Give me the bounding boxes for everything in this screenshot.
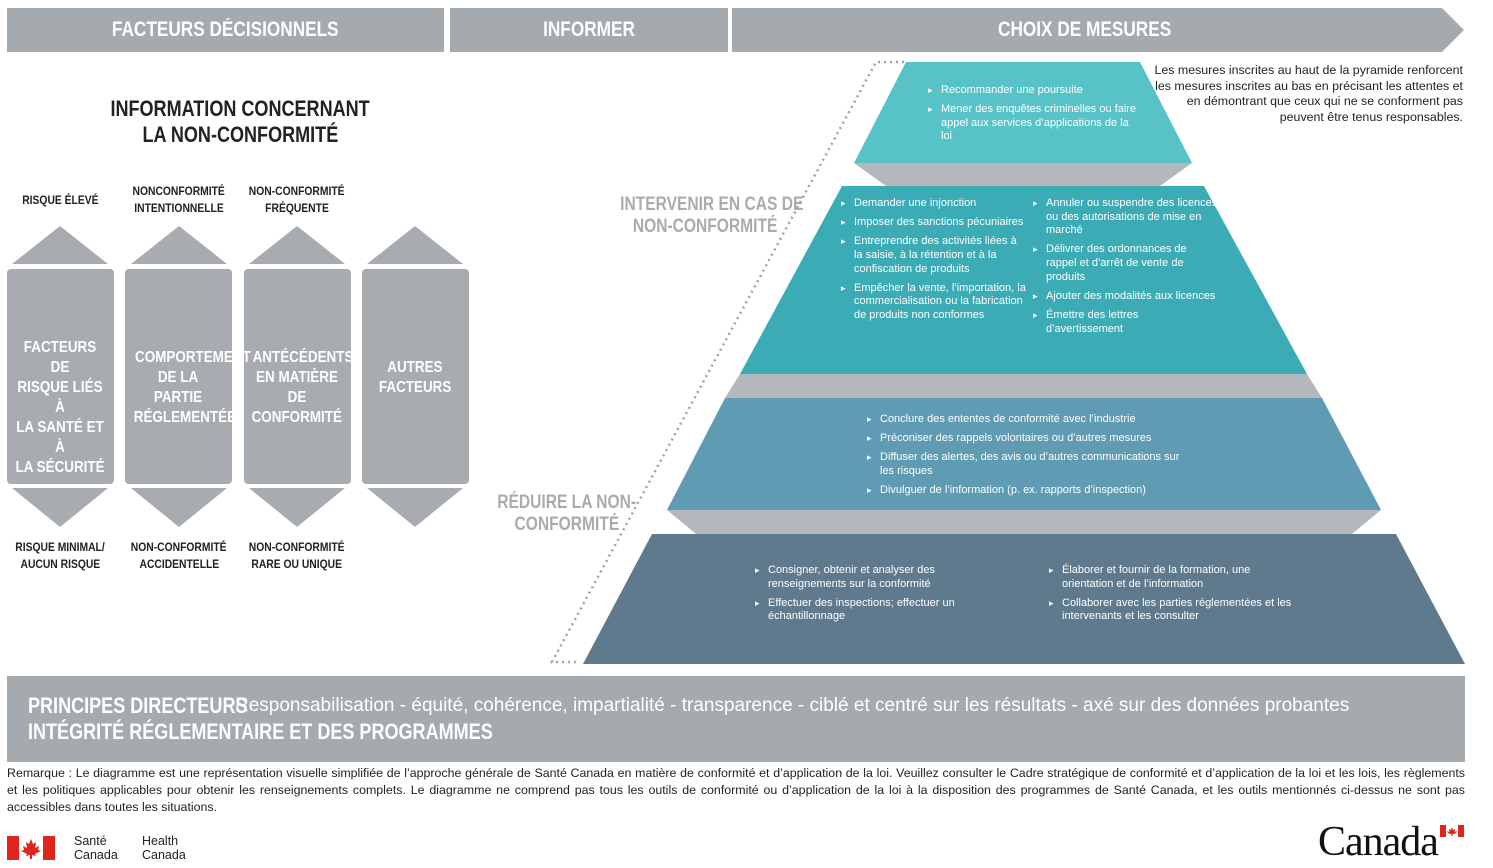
- label-intervene-line2: NON-CONFORMITÉ: [632, 216, 778, 237]
- tier-1-item: Mener des enquêtes criminelles ou faire …: [928, 103, 1138, 144]
- factor-arrow-3: [244, 226, 351, 527]
- factor-2-top-line1: NONCONFORMITÉ: [132, 184, 226, 198]
- factor-arrow-1: [7, 226, 114, 527]
- tier-2-item: Imposer des sanctions pécuniaires: [841, 216, 1026, 230]
- tier-2-item: Annuler ou suspendre des licences ou des…: [1033, 197, 1218, 238]
- principles-band: [7, 676, 1465, 762]
- header-inform-label: INFORMER: [543, 18, 635, 41]
- factor-3-body-line3: CONFORMITÉ: [251, 409, 343, 426]
- dotted-bracket: [549, 60, 904, 664]
- factor-3-bottom-label: NON-CONFORMITÉ RARE OU UNIQUE: [238, 539, 356, 573]
- factor-3-body-line1: ANTÉCÉDENTS: [252, 349, 354, 366]
- factor-2-body-line1: COMPORTEMENT: [135, 349, 251, 366]
- factor-2-top-line2: INTENTIONNELLE: [134, 201, 224, 215]
- tier-2-right-list: Annuler ou suspendre des licences ou des…: [1033, 197, 1218, 342]
- connector-2-3: [725, 374, 1322, 398]
- tier-1-item: Recommander une poursuite: [928, 84, 1138, 98]
- factor-2-bottom-line1: NON-CONFORMITÉ: [131, 540, 227, 554]
- label-reduce-line2: CONFORMITÉ: [514, 514, 620, 535]
- tier-3-list: Conclure des ententes de conformité avec…: [867, 413, 1187, 503]
- factor-1-top-label: RISQUE ÉLEVÉ: [1, 192, 119, 209]
- factor-1-body-line3: LA SANTÉ ET À: [16, 419, 104, 456]
- principles-text: Responsabilisation - équité, cohérence, …: [235, 695, 1350, 716]
- factor-2-body: COMPORTEMENT DE LA PARTIE RÉGLEMENTÉE: [124, 348, 251, 428]
- header-decision-factors: FACTEURS DÉCISIONNELS: [7, 8, 444, 52]
- tier-2-item: Émettre des lettres d’avertissement: [1033, 309, 1218, 336]
- logo-sante-canada: Santé Canada: [74, 834, 118, 862]
- header-measures-arrow: [732, 8, 1464, 52]
- connector-3-4: [667, 510, 1381, 534]
- factor-1-bottom-label: RISQUE MINIMAL/AUCUN RISQUE: [1, 539, 119, 573]
- tier-2-item: Ajouter des modalités aux licences: [1033, 290, 1218, 304]
- pyramid-note: Les mesures inscrites au haut de la pyra…: [1154, 63, 1463, 124]
- connector-1-2: [854, 163, 1192, 186]
- label-intervene: INTERVENIR EN CAS DE NON-CONFORMITÉ: [600, 194, 810, 238]
- factor-2-body-line3: RÉGLEMENTÉE: [133, 409, 237, 426]
- factor-1-body-line1: FACTEURS DE: [23, 339, 97, 376]
- factor-arrow-2: [125, 226, 232, 527]
- logo-fr-line2: Canada: [74, 848, 118, 862]
- tier-2-item: Demander une injonction: [841, 197, 1026, 211]
- factor-3-body-line2: EN MATIÈRE DE: [256, 369, 338, 406]
- tier-4-right-list: Élaborer et fournir de la formation, une…: [1049, 564, 1294, 630]
- factor-2-body-line2: DE LA PARTIE: [153, 369, 203, 406]
- header-measures-label: CHOIX DE MESURES: [998, 18, 1172, 41]
- factor-1-body-line2: RISQUE LIÉS À: [17, 379, 103, 416]
- factor-1-body-line4: LA SÉCURITÉ: [15, 459, 105, 476]
- factor-2-bottom-line2: ACCIDENTELLE: [139, 557, 219, 571]
- header-decision-factors-label: FACTEURS DÉCISIONNELS: [112, 18, 339, 41]
- factor-3-bottom-line1: NON-CONFORMITÉ: [249, 540, 345, 554]
- info-title-line1: INFORMATION CONCERNANT: [110, 96, 370, 121]
- factor-2-bottom-label: NON-CONFORMITÉ ACCIDENTELLE: [120, 539, 238, 573]
- wordmark-flag-icon: [1440, 825, 1464, 837]
- factor-arrows: [7, 226, 469, 527]
- tier-4-item: Effectuer des inspections; effectuer un …: [755, 597, 970, 624]
- factor-1-bottom-line2: AUCUN RISQUE: [20, 557, 100, 571]
- logo-health-canada: Health Canada: [142, 834, 186, 862]
- header-measures: CHOIX DE MESURES: [732, 8, 1438, 52]
- tier-2-item: Empêcher la vente, l’importation, la com…: [841, 282, 1026, 323]
- canada-wordmark: Canada: [1318, 819, 1439, 865]
- tier-2-item: Délivrer des ordonnances de rappel et d’…: [1033, 243, 1218, 284]
- logo-en-line1: Health: [142, 834, 179, 848]
- factor-3-top-label: NON-CONFORMITÉ FRÉQUENTE: [238, 183, 356, 217]
- logo-fr-line1: Santé: [74, 834, 107, 848]
- tier-4-left-list: Consigner, obtenir et analyser des rense…: [755, 564, 970, 630]
- principles-title: PRINCIPES DIRECTEURS INTÉGRITÉ RÉGLEMENT…: [28, 693, 595, 745]
- factor-1-bottom-line1: RISQUE MINIMAL/: [15, 540, 105, 554]
- tier-2-item: Entreprendre des activités liées à la sa…: [841, 235, 1026, 276]
- tier-3-item: Divulguer de l’information (p. ex. rappo…: [867, 484, 1187, 498]
- factor-3-top-line2: FRÉQUENTE: [265, 201, 329, 215]
- principles-title-line2: INTÉGRITÉ RÉGLEMENTAIRE ET DES PROGRAMME…: [28, 719, 493, 744]
- principles-title-line1: PRINCIPES DIRECTEURS: [28, 693, 248, 718]
- tier-3-item: Diffuser des alertes, des avis ou d’autr…: [867, 451, 1187, 478]
- factor-2-top-label: NONCONFORMITÉ INTENTIONNELLE: [120, 183, 238, 217]
- header-inform: INFORMER: [450, 8, 728, 52]
- remark-text: Remarque : Le diagramme est une représen…: [7, 766, 1465, 814]
- tier-3-item: Préconiser des rappels volontaires ou d’…: [867, 432, 1187, 446]
- factor-4-body: AUTRES FACTEURS: [361, 358, 469, 398]
- factor-3-top-line1: NON-CONFORMITÉ: [249, 184, 345, 198]
- info-title: INFORMATION CONCERNANT LA NON-CONFORMITÉ: [60, 96, 420, 148]
- tier-3-item: Conclure des ententes de conformité avec…: [867, 413, 1187, 427]
- label-intervene-line1: INTERVENIR EN CAS DE: [620, 194, 804, 215]
- factor-4-body-line1: AUTRES: [387, 359, 443, 376]
- factor-3-bottom-line2: RARE OU UNIQUE: [251, 557, 343, 571]
- label-reduce: RÉDUIRE LA NON- CONFORMITÉ: [478, 492, 656, 536]
- factor-arrow-4: [362, 226, 469, 527]
- tier-4-item: Consigner, obtenir et analyser des rense…: [755, 564, 970, 591]
- factor-4-body-line2: FACTEURS: [378, 379, 452, 396]
- tier-1-list: Recommander une poursuite Mener des enqu…: [928, 84, 1138, 150]
- pyramid-tier-4: [583, 534, 1465, 664]
- label-reduce-line1: RÉDUIRE LA NON-: [497, 492, 637, 513]
- canada-flag-icon: [7, 836, 55, 860]
- tier-2-left-list: Demander une injonction Imposer des sanc…: [841, 197, 1026, 328]
- tier-4-item: Collaborer avec les parties réglementées…: [1049, 597, 1294, 624]
- factor-1-top-line1: RISQUE ÉLEVÉ: [21, 193, 99, 207]
- logo-en-line2: Canada: [142, 848, 186, 862]
- factor-3-body: ANTÉCÉDENTS EN MATIÈRE DE CONFORMITÉ: [243, 348, 354, 428]
- factor-1-body: FACTEURS DE RISQUE LIÉS À LA SANTÉ ET À …: [6, 338, 114, 478]
- tier-4-item: Élaborer et fournir de la formation, une…: [1049, 564, 1294, 591]
- info-title-line2: LA NON-CONFORMITÉ: [142, 122, 338, 147]
